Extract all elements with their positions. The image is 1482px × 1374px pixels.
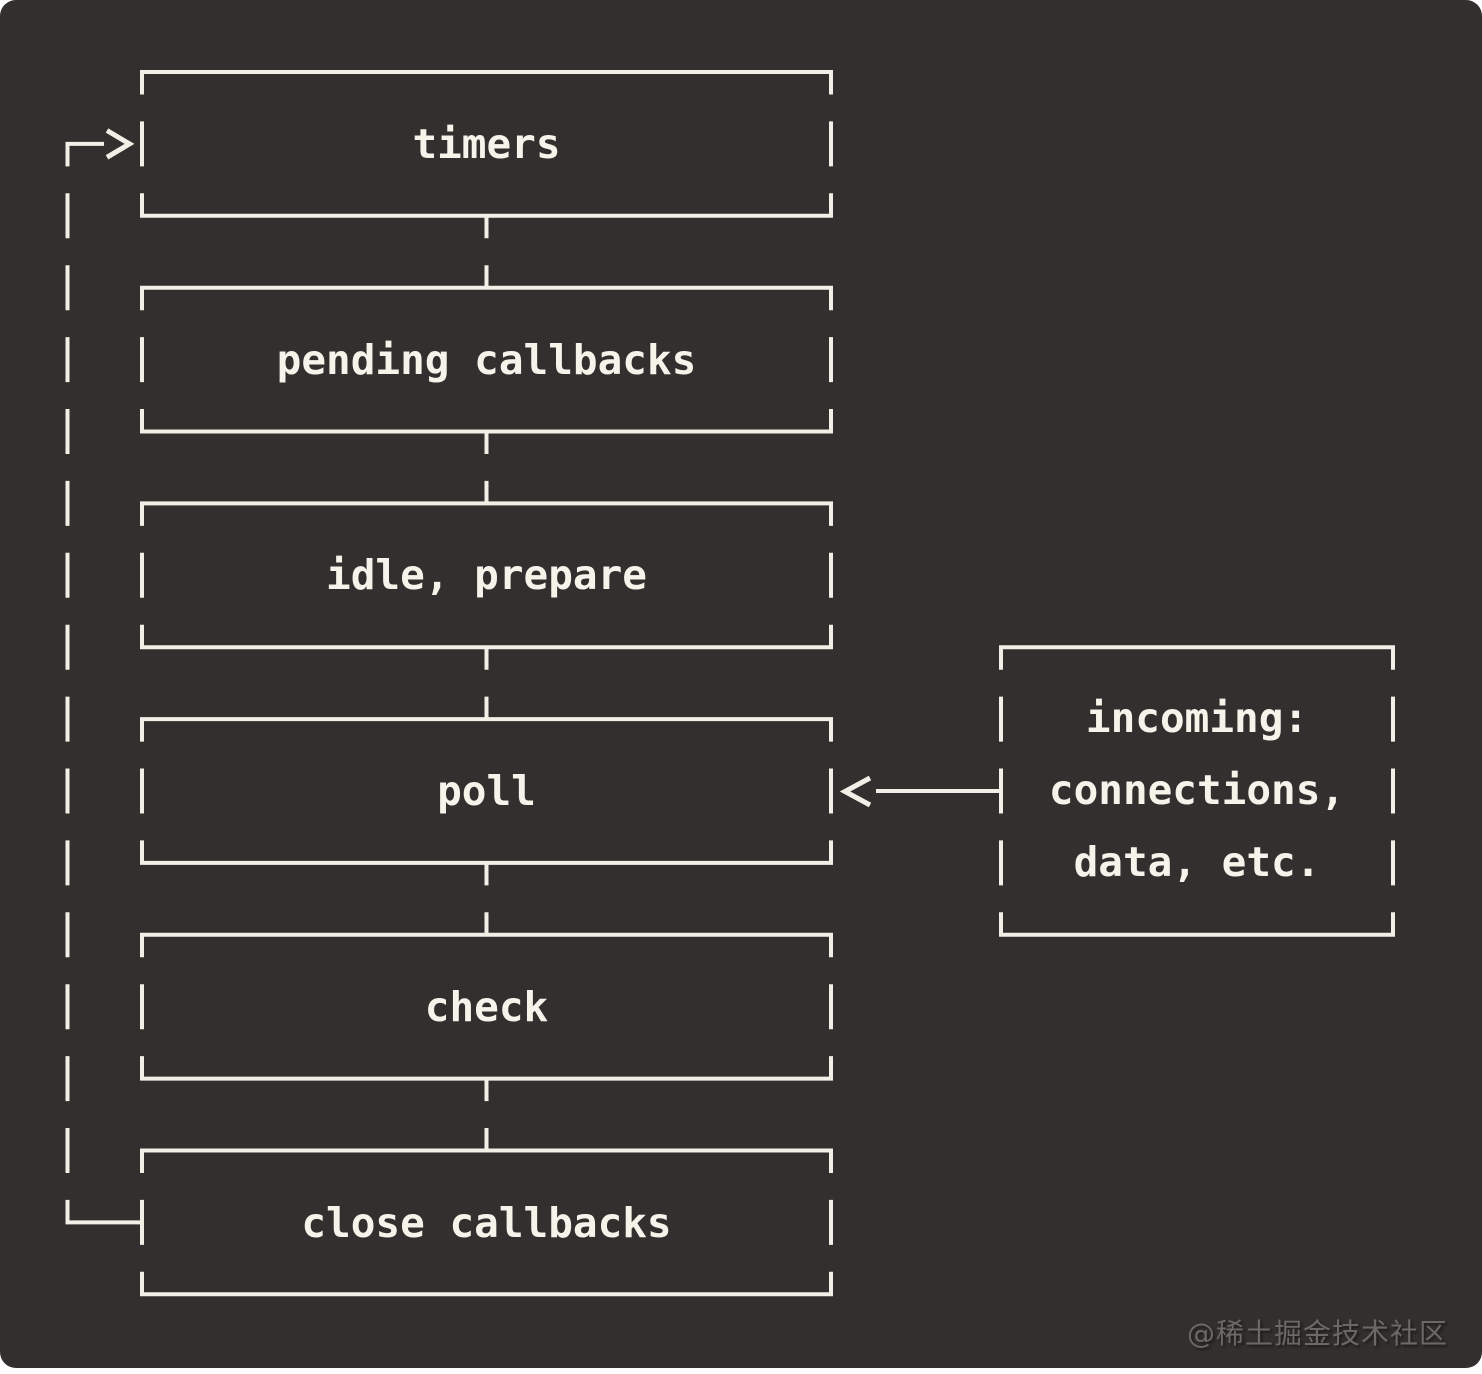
incoming-arrowhead-icon [839,775,872,808]
check-box-border [140,912,833,1102]
loop-arrowhead-icon [105,128,135,160]
check-box: check [142,935,831,1079]
pending-callbacks-label: pending callbacks [276,335,697,384]
incoming-box-spacer [1001,647,1393,683]
idle-prepare-box: idle, prepare [142,503,831,647]
loop-rail-line [65,141,142,1225]
pending-callbacks-box-border [140,265,833,454]
poll-box-border [140,696,833,886]
poll-box: poll [142,719,831,863]
pending-callbacks-box: pending callbacks [142,288,831,432]
incoming-box: incoming: connections, data, etc. [1001,647,1393,935]
incoming-label-line3: data, etc. [1073,837,1321,886]
check-label: check [424,982,549,1031]
watermark: @稀土掘金技术社区 [1186,1317,1448,1350]
poll-label: poll [437,767,536,816]
idle-prepare-box-border [140,480,833,670]
close-callbacks-label: close callbacks [301,1198,672,1247]
timers-box: timers [142,72,831,216]
idle-prepare-label: idle, prepare [326,551,647,600]
incoming-label-line2: connections, [1048,765,1346,814]
close-callbacks-box: close callbacks [142,1151,831,1295]
timers-box-border [140,70,833,239]
timers-label: timers [412,120,561,168]
incoming-label-line1: incoming: [1085,694,1309,742]
